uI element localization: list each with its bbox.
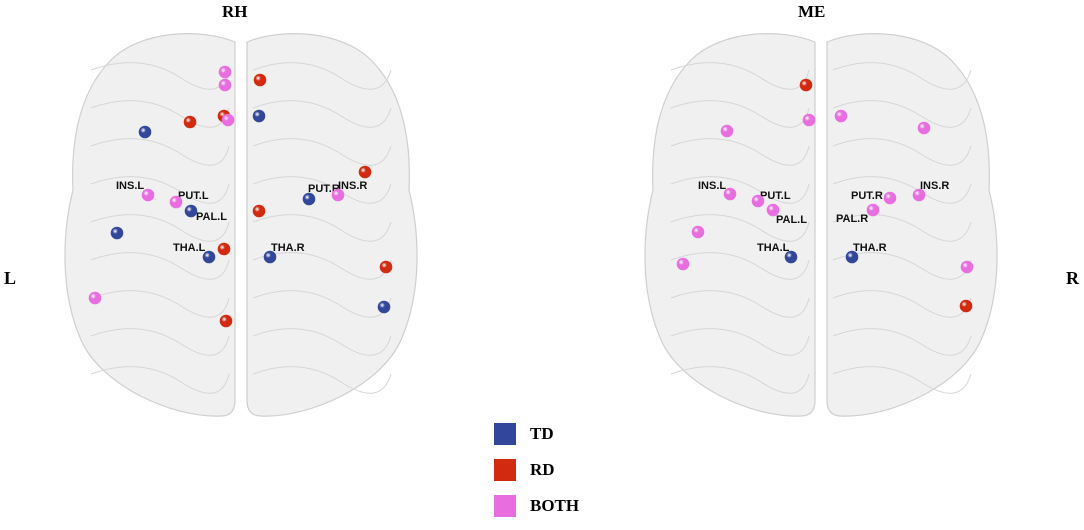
node-both [883,191,897,205]
node-td [263,250,277,264]
legend-swatch-rd [494,459,516,481]
gyri-contour [670,366,972,394]
node-td [845,250,859,264]
gyri-contour [90,366,392,394]
legend: TD RD BOTH [494,422,579,530]
node-both [141,188,155,202]
node-td [202,250,216,264]
legend-swatch-both [494,495,516,517]
node-both [917,121,931,135]
gyri-contour [90,138,392,166]
node-both [802,113,816,127]
node-rd [253,73,267,87]
gyri-contour [670,138,972,166]
roi-label-tha-l: THA.L [757,242,790,254]
node-both [331,188,345,202]
side-label-right: R [1066,268,1079,288]
node-both [723,187,737,201]
node-both [766,203,780,217]
gyri-contour [670,252,972,280]
legend-label-td: TD [530,424,554,443]
gyri-contour [670,290,972,318]
roi-label-pal-l: PAL.L [776,214,807,226]
node-both [221,113,235,127]
node-both [218,65,232,79]
roi-label-pal-r: PAL.R [836,213,868,225]
left-hemisphere [64,33,236,417]
node-rd [959,299,973,313]
node-td [252,109,266,123]
node-both [751,194,765,208]
left-hemisphere [644,33,816,417]
node-rd [379,260,393,274]
legend-label-rd: RD [530,460,555,479]
roi-label-tha-r: THA.R [271,242,305,254]
node-td [110,226,124,240]
roi-label-ins-l: INS.L [116,180,144,192]
gyri-contour [670,328,972,356]
panel-title-me: ME [798,2,826,21]
gyri-contour [90,328,392,356]
roi-label-tha-r: THA.R [853,242,887,254]
node-td [377,300,391,314]
node-both [720,124,734,138]
node-both [691,225,705,239]
legend-item-rd: RD [494,458,579,482]
node-both [218,78,232,92]
roi-label-ins-r: INS.R [920,180,949,192]
legend-label-both: BOTH [530,496,580,515]
node-rd [183,115,197,129]
node-both [88,291,102,305]
roi-label-ins-l: INS.L [698,180,726,192]
legend-swatch-td [494,423,516,445]
node-td [302,192,316,206]
node-both [912,188,926,202]
node-td [784,250,798,264]
node-td [138,125,152,139]
node-rd [252,204,266,218]
brain-render-me: INS.L PUT.L PAL.L THA.L THA.R PUT.R PAL.R INS.R [644,33,998,417]
roi-label-put-r: PUT.R [851,190,883,202]
node-both [676,257,690,271]
node-rd [219,314,233,328]
gyri-contour [670,214,972,242]
panel-title-rh: RH [222,2,248,21]
gyri-contour [670,100,972,128]
roi-label-put-l: PUT.L [178,190,209,202]
roi-label-put-r: PUT.R [308,183,340,195]
gyri-contour [90,214,392,242]
roi-label-ins-r: INS.R [338,180,367,192]
node-both [834,109,848,123]
gyri-contour [90,290,392,318]
roi-label-put-l: PUT.L [760,190,791,202]
roi-label-pal-l: PAL.L [196,211,227,223]
gyri-contour [90,100,392,128]
node-rd [799,78,813,92]
node-rd [358,165,372,179]
side-label-left: L [4,268,17,288]
legend-item-td: TD [494,422,579,446]
node-rd [217,242,231,256]
legend-item-both: BOTH [494,494,579,518]
roi-label-tha-l: THA.L [173,242,206,254]
gyri-contour [90,252,392,280]
node-td [184,204,198,218]
node-both [866,203,880,217]
node-both [960,260,974,274]
node-both [169,195,183,209]
